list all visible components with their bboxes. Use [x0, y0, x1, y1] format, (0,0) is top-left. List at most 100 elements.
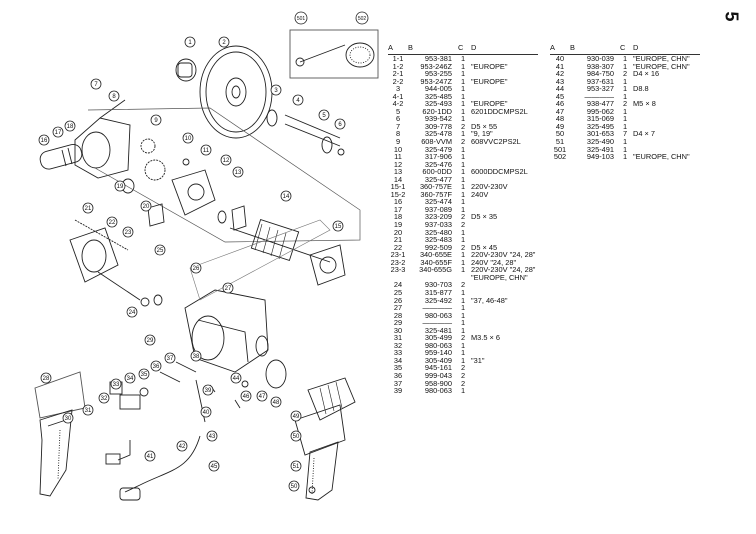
callout-48: 48 [270, 396, 282, 408]
callout-43: 43 [206, 430, 218, 442]
table-cell: 20 [393, 227, 403, 237]
table-cell: 1 [460, 204, 466, 214]
table-cell: 953-246Z [420, 61, 452, 71]
table-cell [468, 312, 535, 320]
table-cell: ———— [422, 318, 452, 328]
svg-text:33: 33 [113, 382, 120, 388]
table-cell: 1 [460, 189, 466, 199]
exploded-parts-diagram: 1 2 3 4 5 6 7 8 9 10 11 12 13 14 15 16 1… [34, 11, 379, 501]
table-cell: 325-490 [586, 137, 614, 147]
table-cell: D5 × 55 [471, 121, 498, 131]
table-cell: 1 [460, 159, 466, 169]
table-cell: 2-1 [392, 69, 404, 79]
callout-38: 38 [190, 350, 202, 362]
table-cell: 26 [393, 295, 403, 305]
callout-24: 24 [126, 306, 138, 318]
svg-text:16: 16 [41, 138, 48, 144]
callout-8: 8 [108, 90, 120, 102]
field-coil-drawing [69, 219, 163, 307]
svg-text:42: 42 [179, 444, 186, 450]
table-cell: 1 [460, 114, 466, 124]
svg-text:21: 21 [85, 206, 92, 212]
svg-text:18: 18 [67, 124, 74, 130]
table-cell: 1 [460, 257, 466, 267]
table-cell: 959-140 [424, 348, 452, 358]
table-cell: 945-161 [424, 363, 452, 373]
table-cell: M5 × 8 [633, 99, 656, 109]
table-cell [468, 85, 535, 93]
table-cell: 953-327 [586, 84, 614, 94]
table-cell: 984-750 [586, 69, 614, 79]
table-cell [468, 364, 535, 372]
table-cell [468, 304, 535, 312]
table-cell [630, 108, 690, 116]
callout-33: 33 [110, 378, 122, 390]
table-cell: 1 [460, 129, 466, 139]
col-header-d: D [471, 43, 477, 52]
table-cell: 958-900 [424, 378, 452, 388]
sanding-pad-drawing [345, 42, 375, 68]
svg-text:3: 3 [274, 88, 278, 94]
table-cell: 48 [555, 114, 565, 124]
table-cell: 305-499 [424, 333, 452, 343]
table-cell: 1 [460, 227, 466, 237]
table-cell: 1 [622, 114, 628, 124]
callout-36: 36 [150, 360, 162, 372]
svg-text:19: 19 [117, 184, 124, 190]
table-cell: 1 [460, 174, 466, 184]
table-cell: 3 [395, 84, 401, 94]
svg-text:22: 22 [109, 220, 116, 226]
table-cell: 13 [393, 167, 403, 177]
table-cell: "EUROPE, CHN" [633, 152, 690, 162]
table-cell: D5 × 45 [471, 242, 498, 252]
table-cell: 937-631 [586, 76, 614, 86]
svg-text:8: 8 [112, 94, 116, 100]
callout-7: 7 [90, 78, 102, 90]
table-cell: 6000DDCMPS2L [471, 167, 528, 177]
table-cell: 30 [393, 325, 403, 335]
table-cell: 34 [393, 355, 403, 365]
col-header-b: B [570, 43, 575, 52]
callout-37: 37 [164, 352, 176, 364]
table-cell [468, 372, 535, 380]
svg-text:14: 14 [283, 194, 290, 200]
table-cell: 2-2 [392, 76, 404, 86]
table-cell [630, 138, 690, 146]
table-cell: 12 [393, 159, 403, 169]
callout-23: 23 [122, 226, 134, 238]
table-cell: 50 [555, 129, 565, 139]
table-cell: 2 [460, 363, 466, 373]
callout-44: 44 [230, 372, 242, 384]
table-cell: 938-307 [586, 61, 614, 71]
side-handle-drawing [39, 143, 83, 170]
table-cell: ———— [422, 303, 452, 313]
gear-housing-drawing [74, 99, 131, 179]
callout-31: 31 [82, 404, 94, 416]
svg-text:34: 34 [127, 376, 134, 382]
callout-51: 51 [290, 460, 302, 472]
svg-text:31: 31 [85, 408, 92, 414]
svg-text:41: 41 [147, 454, 154, 460]
table-cell: 1 [460, 197, 466, 207]
callout-45: 45 [208, 460, 220, 472]
table-cell [468, 153, 535, 161]
table-cell: 325-477 [424, 174, 452, 184]
table-cell: 340-655F [420, 257, 452, 267]
table-cell: 980-063 [424, 310, 452, 320]
